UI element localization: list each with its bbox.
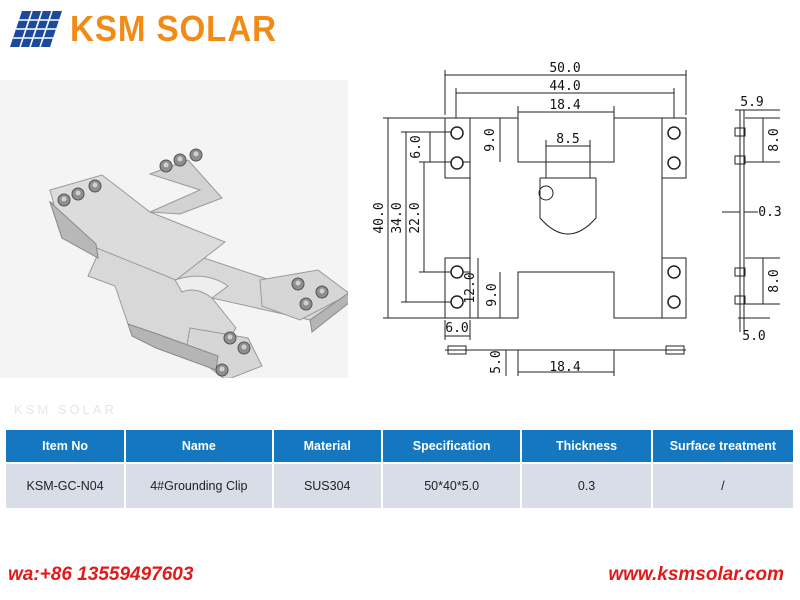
dim-front-height: 5.0 — [489, 350, 504, 373]
dim-side-top: 5.9 — [740, 95, 763, 110]
dim-side-upper: 8.0 — [767, 128, 782, 151]
dim-left-hole-offset: 6.0 — [445, 321, 468, 336]
table-row: KSM-GC-N04 4#Grounding Clip SUS304 50*40… — [6, 464, 793, 508]
dim-side-bottom: 5.0 — [742, 329, 765, 344]
dim-slot-width: 8.5 — [556, 132, 579, 147]
watermark: KSM SOLAR — [14, 402, 117, 417]
whatsapp-contact[interactable]: wa:+86 13559497603 — [8, 564, 194, 585]
website-link[interactable]: www.ksmsolar.com — [608, 564, 784, 585]
table-cell-specification: 50*40*5.0 — [382, 464, 521, 508]
table-header: Thickness — [522, 430, 651, 462]
brand-name: KSM SOLAR — [70, 8, 277, 49]
table-cell-thickness: 0.3 — [522, 464, 651, 508]
dim-bottom-offset-a: 12.0 — [463, 272, 478, 303]
solar-panel-icon — [10, 10, 62, 48]
dim-inner-height: 22.0 — [408, 202, 423, 233]
table-header: Specification — [382, 430, 521, 462]
dim-side-lower: 8.0 — [767, 269, 782, 292]
dim-overall-width: 50.0 — [549, 61, 580, 76]
brand-logo: KSM SOLAR — [8, 8, 295, 50]
dim-bottom-offset-b: 9.0 — [485, 283, 500, 306]
dim-inner-width: 44.0 — [549, 79, 580, 94]
dim-mid-height: 34.0 — [390, 202, 405, 233]
dim-thickness: 0.3 — [758, 205, 781, 220]
dim-top-hole-spacing: 9.0 — [483, 128, 498, 151]
table-cell-item-no: KSM-GC-N04 — [6, 464, 125, 508]
technical-drawing: 50.0 44.0 18.4 8.5 9.0 6.0 40.0 34.0 22.… — [372, 61, 782, 376]
dim-center-width: 18.4 — [549, 98, 580, 113]
table-header: Item No — [6, 430, 125, 462]
dim-left-top-offset: 6.0 — [409, 135, 424, 158]
table-header: Surface treatment — [652, 430, 793, 462]
table-cell-material: SUS304 — [273, 464, 381, 508]
dim-front-width: 18.4 — [549, 360, 580, 375]
grounding-clip-3d-render-icon — [48, 148, 348, 378]
table-cell-name: 4#Grounding Clip — [126, 464, 272, 508]
table-cell-surface-treatment: / — [652, 464, 793, 508]
table-header: Material — [273, 430, 381, 462]
spec-table: Item No Name Material Specification Thic… — [4, 428, 795, 510]
table-header-row: Item No Name Material Specification Thic… — [6, 430, 793, 462]
dim-overall-height: 40.0 — [372, 202, 387, 233]
table-header: Name — [126, 430, 272, 462]
